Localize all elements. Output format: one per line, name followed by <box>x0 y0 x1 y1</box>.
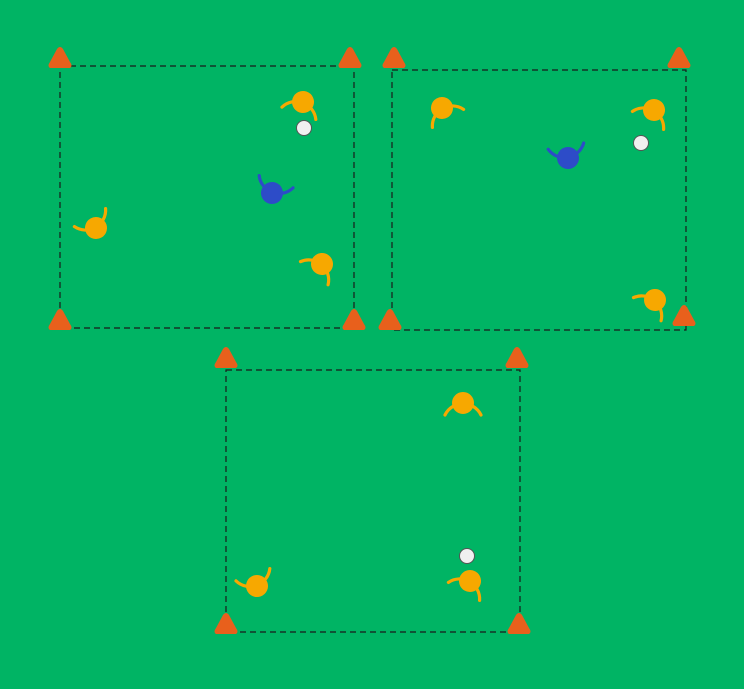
ball-icon <box>459 548 475 564</box>
grid-boundary <box>391 69 687 331</box>
grid-2 <box>378 47 696 331</box>
grid-boundary <box>59 65 355 329</box>
grid-boundary <box>225 369 521 633</box>
ball-icon <box>633 135 649 151</box>
ball-icon <box>296 120 312 136</box>
grid-3 <box>214 347 531 634</box>
grid-1 <box>48 47 366 330</box>
